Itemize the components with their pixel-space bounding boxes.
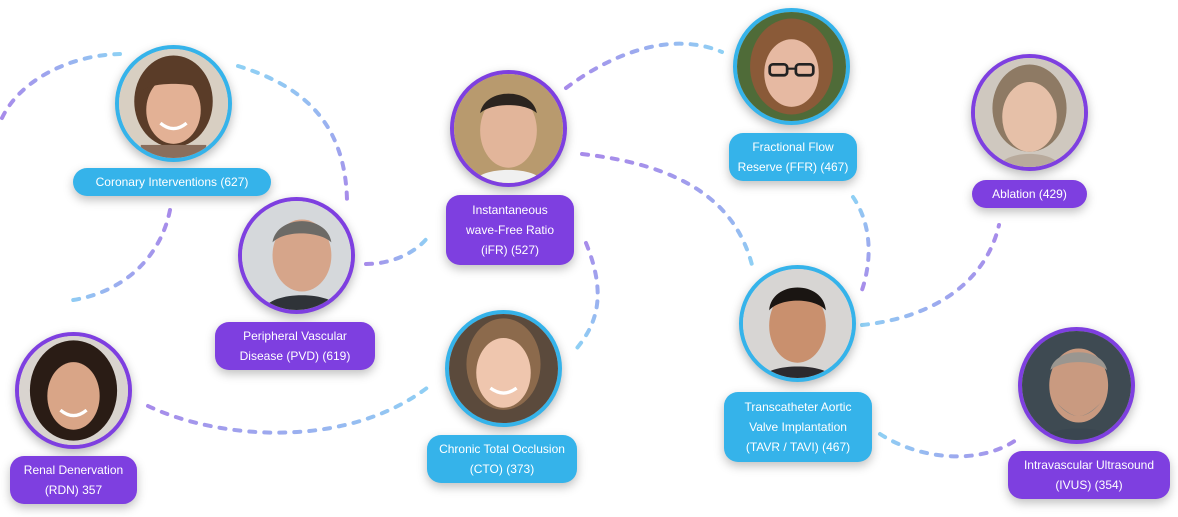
label-line: Reserve (FFR) (467) — [737, 160, 849, 174]
label-line: Intravascular Ultrasound — [1023, 458, 1155, 472]
avatar[interactable] — [733, 8, 850, 125]
avatar[interactable] — [445, 310, 562, 427]
node-label: Renal Denervation (RDN) 357 — [10, 456, 137, 504]
avatar[interactable] — [15, 332, 132, 449]
young-woman-portrait-icon — [449, 314, 558, 423]
label-line: (TAVR / TAVI) (467) — [745, 440, 851, 454]
label-line: (IVUS) (354) — [1055, 478, 1123, 492]
connector-tavr-ivus — [878, 432, 1018, 459]
node-label: Coronary Interventions (627) — [73, 168, 271, 196]
woman-dark-curly-hair-portrait-icon — [19, 336, 128, 445]
connector-tavr-ablation — [860, 223, 1001, 327]
man-short-dark-hair-portrait-icon — [454, 74, 563, 183]
avatar[interactable] — [450, 70, 567, 187]
label-line: Peripheral Vascular — [243, 329, 347, 343]
label-line: Valve Implantation — [749, 420, 847, 434]
label-line: Instantaneous — [472, 203, 548, 217]
label-line: wave-Free Ratio — [465, 223, 555, 237]
node-label: Chronic Total Occlusion (CTO) (373) — [427, 435, 577, 483]
man-grey-beard-portrait-icon — [1022, 331, 1131, 440]
label-line: Fractional Flow — [752, 140, 834, 154]
node-label: Transcatheter Aortic Valve Implantation … — [724, 392, 872, 462]
node-label: Peripheral Vascular Disease (PVD) (619) — [215, 322, 375, 370]
label-line: Disease (PVD) (619) — [239, 349, 351, 363]
node-label: Ablation (429) — [972, 180, 1087, 208]
label-line: Transcatheter Aortic — [744, 400, 852, 414]
connector-coronary-left — [0, 52, 122, 120]
label-line: (CTO) (373) — [469, 462, 535, 476]
man-grey-hair-portrait-icon — [242, 201, 351, 310]
avatar[interactable] — [739, 265, 856, 382]
woman-light-hair-portrait-icon — [975, 58, 1084, 167]
label-line: (iFR) (527) — [480, 243, 539, 257]
man-dark-hair-portrait-icon — [743, 269, 852, 378]
connector-coronary-rdn — [64, 208, 172, 303]
connector-pvd-ifr — [364, 232, 432, 266]
avatar[interactable] — [238, 197, 355, 314]
woman-glasses-portrait-icon — [737, 12, 846, 121]
avatar[interactable] — [1018, 327, 1135, 444]
connector-ifr-tavr — [580, 152, 754, 267]
connector-ifr-cto — [575, 241, 600, 350]
connector-rdn-cto — [146, 382, 434, 435]
connector-coronary-pvd — [236, 64, 349, 202]
avatar[interactable] — [115, 45, 232, 162]
label-line: Coronary Interventions (627) — [95, 175, 249, 189]
label-line: Ablation (429) — [992, 187, 1067, 201]
node-label: Intravascular Ultrasound (IVUS) (354) — [1008, 451, 1170, 499]
connector-ffr-tavr — [851, 195, 871, 292]
node-label: Fractional Flow Reserve (FFR) (467) — [729, 133, 857, 181]
connector-ifr-ffr — [564, 41, 724, 90]
label-line: Renal Denervation — [23, 463, 124, 477]
label-line: (RDN) 357 — [44, 483, 103, 497]
woman-short-brown-hair-portrait-icon — [119, 49, 228, 158]
avatar[interactable] — [971, 54, 1088, 171]
node-label: Instantaneous wave-Free Ratio (iFR) (527… — [446, 195, 574, 265]
label-line: Chronic Total Occlusion — [439, 442, 565, 456]
